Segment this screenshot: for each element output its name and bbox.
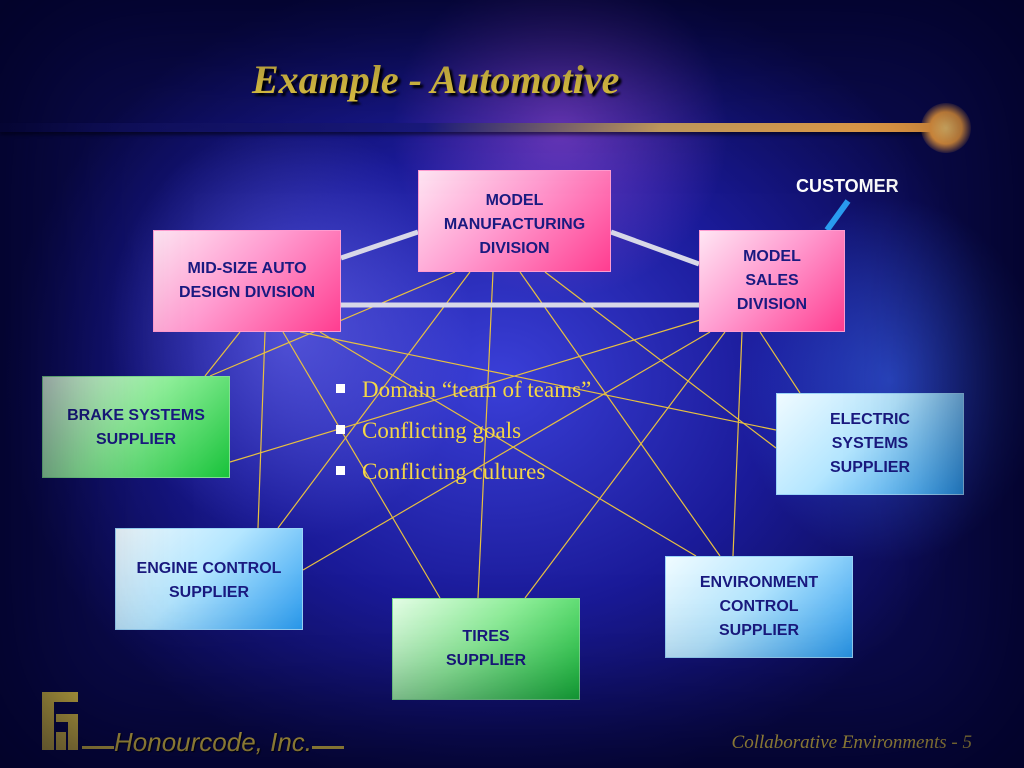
connector-manufacturing-environment <box>519 271 721 557</box>
connector-manufacturing-tires <box>477 271 494 599</box>
connector-design-electric <box>299 331 777 431</box>
customer-label: CUSTOMER <box>796 176 899 196</box>
connector-sales-brake <box>229 319 701 463</box>
bullet-square-icon <box>336 384 345 394</box>
honourcode-logo-icon <box>42 692 78 750</box>
bullet-square-icon <box>336 425 345 435</box>
connector-design-brake <box>204 331 241 377</box>
node-environment-control-supplier: ENVIRONMENT CONTROL SUPPLIER <box>665 556 853 658</box>
node-brake-systems-supplier: BRAKE SYSTEMS SUPPLIER <box>42 376 230 478</box>
bullet-item: Conflicting cultures <box>336 458 591 499</box>
connector-design-environment <box>319 331 697 557</box>
title-underline-bar <box>0 123 945 132</box>
node-tires-supplier: TIRES SUPPLIER <box>392 598 580 700</box>
connector-sales-electric <box>759 331 801 394</box>
connector-sales-environment <box>732 331 743 557</box>
bullet-list: Domain “team of teams” Conflicting goals… <box>336 376 591 499</box>
company-name: Honourcode, Inc. <box>82 727 345 758</box>
company-rule-left <box>82 746 114 749</box>
node-mid-size-auto-design-division: MID-SIZE AUTO DESIGN DIVISION <box>153 230 341 332</box>
node-engine-control-supplier: ENGINE CONTROL SUPPLIER <box>115 528 303 630</box>
node-model-sales-division: MODEL SALES DIVISION <box>699 230 845 332</box>
company-rule-right <box>312 746 345 749</box>
link-design-manufacturing <box>340 229 419 261</box>
bullet-square-icon <box>336 466 345 476</box>
link-sales-customer <box>824 199 851 232</box>
footer-page-label: Collaborative Environments - 5 <box>731 732 972 753</box>
node-electric-systems-supplier: ELECTRIC SYSTEMS SUPPLIER <box>776 393 964 495</box>
connector-design-tires <box>282 331 441 599</box>
connector-sales-engine <box>302 331 711 571</box>
bullet-item: Conflicting goals <box>336 417 591 458</box>
connector-manufacturing-engine <box>277 271 471 529</box>
node-model-manufacturing-division: MODEL MANUFACTURING DIVISION <box>418 170 611 272</box>
slide-title: Example - Automotive <box>252 57 620 102</box>
link-manufacturing-sales <box>610 229 700 267</box>
bullet-item: Domain “team of teams” <box>336 376 591 417</box>
connector-sales-tires <box>524 331 726 599</box>
connector-manufacturing-electric <box>544 271 777 449</box>
connector-design-engine <box>257 331 266 529</box>
title-bar-glow-icon <box>921 103 971 153</box>
